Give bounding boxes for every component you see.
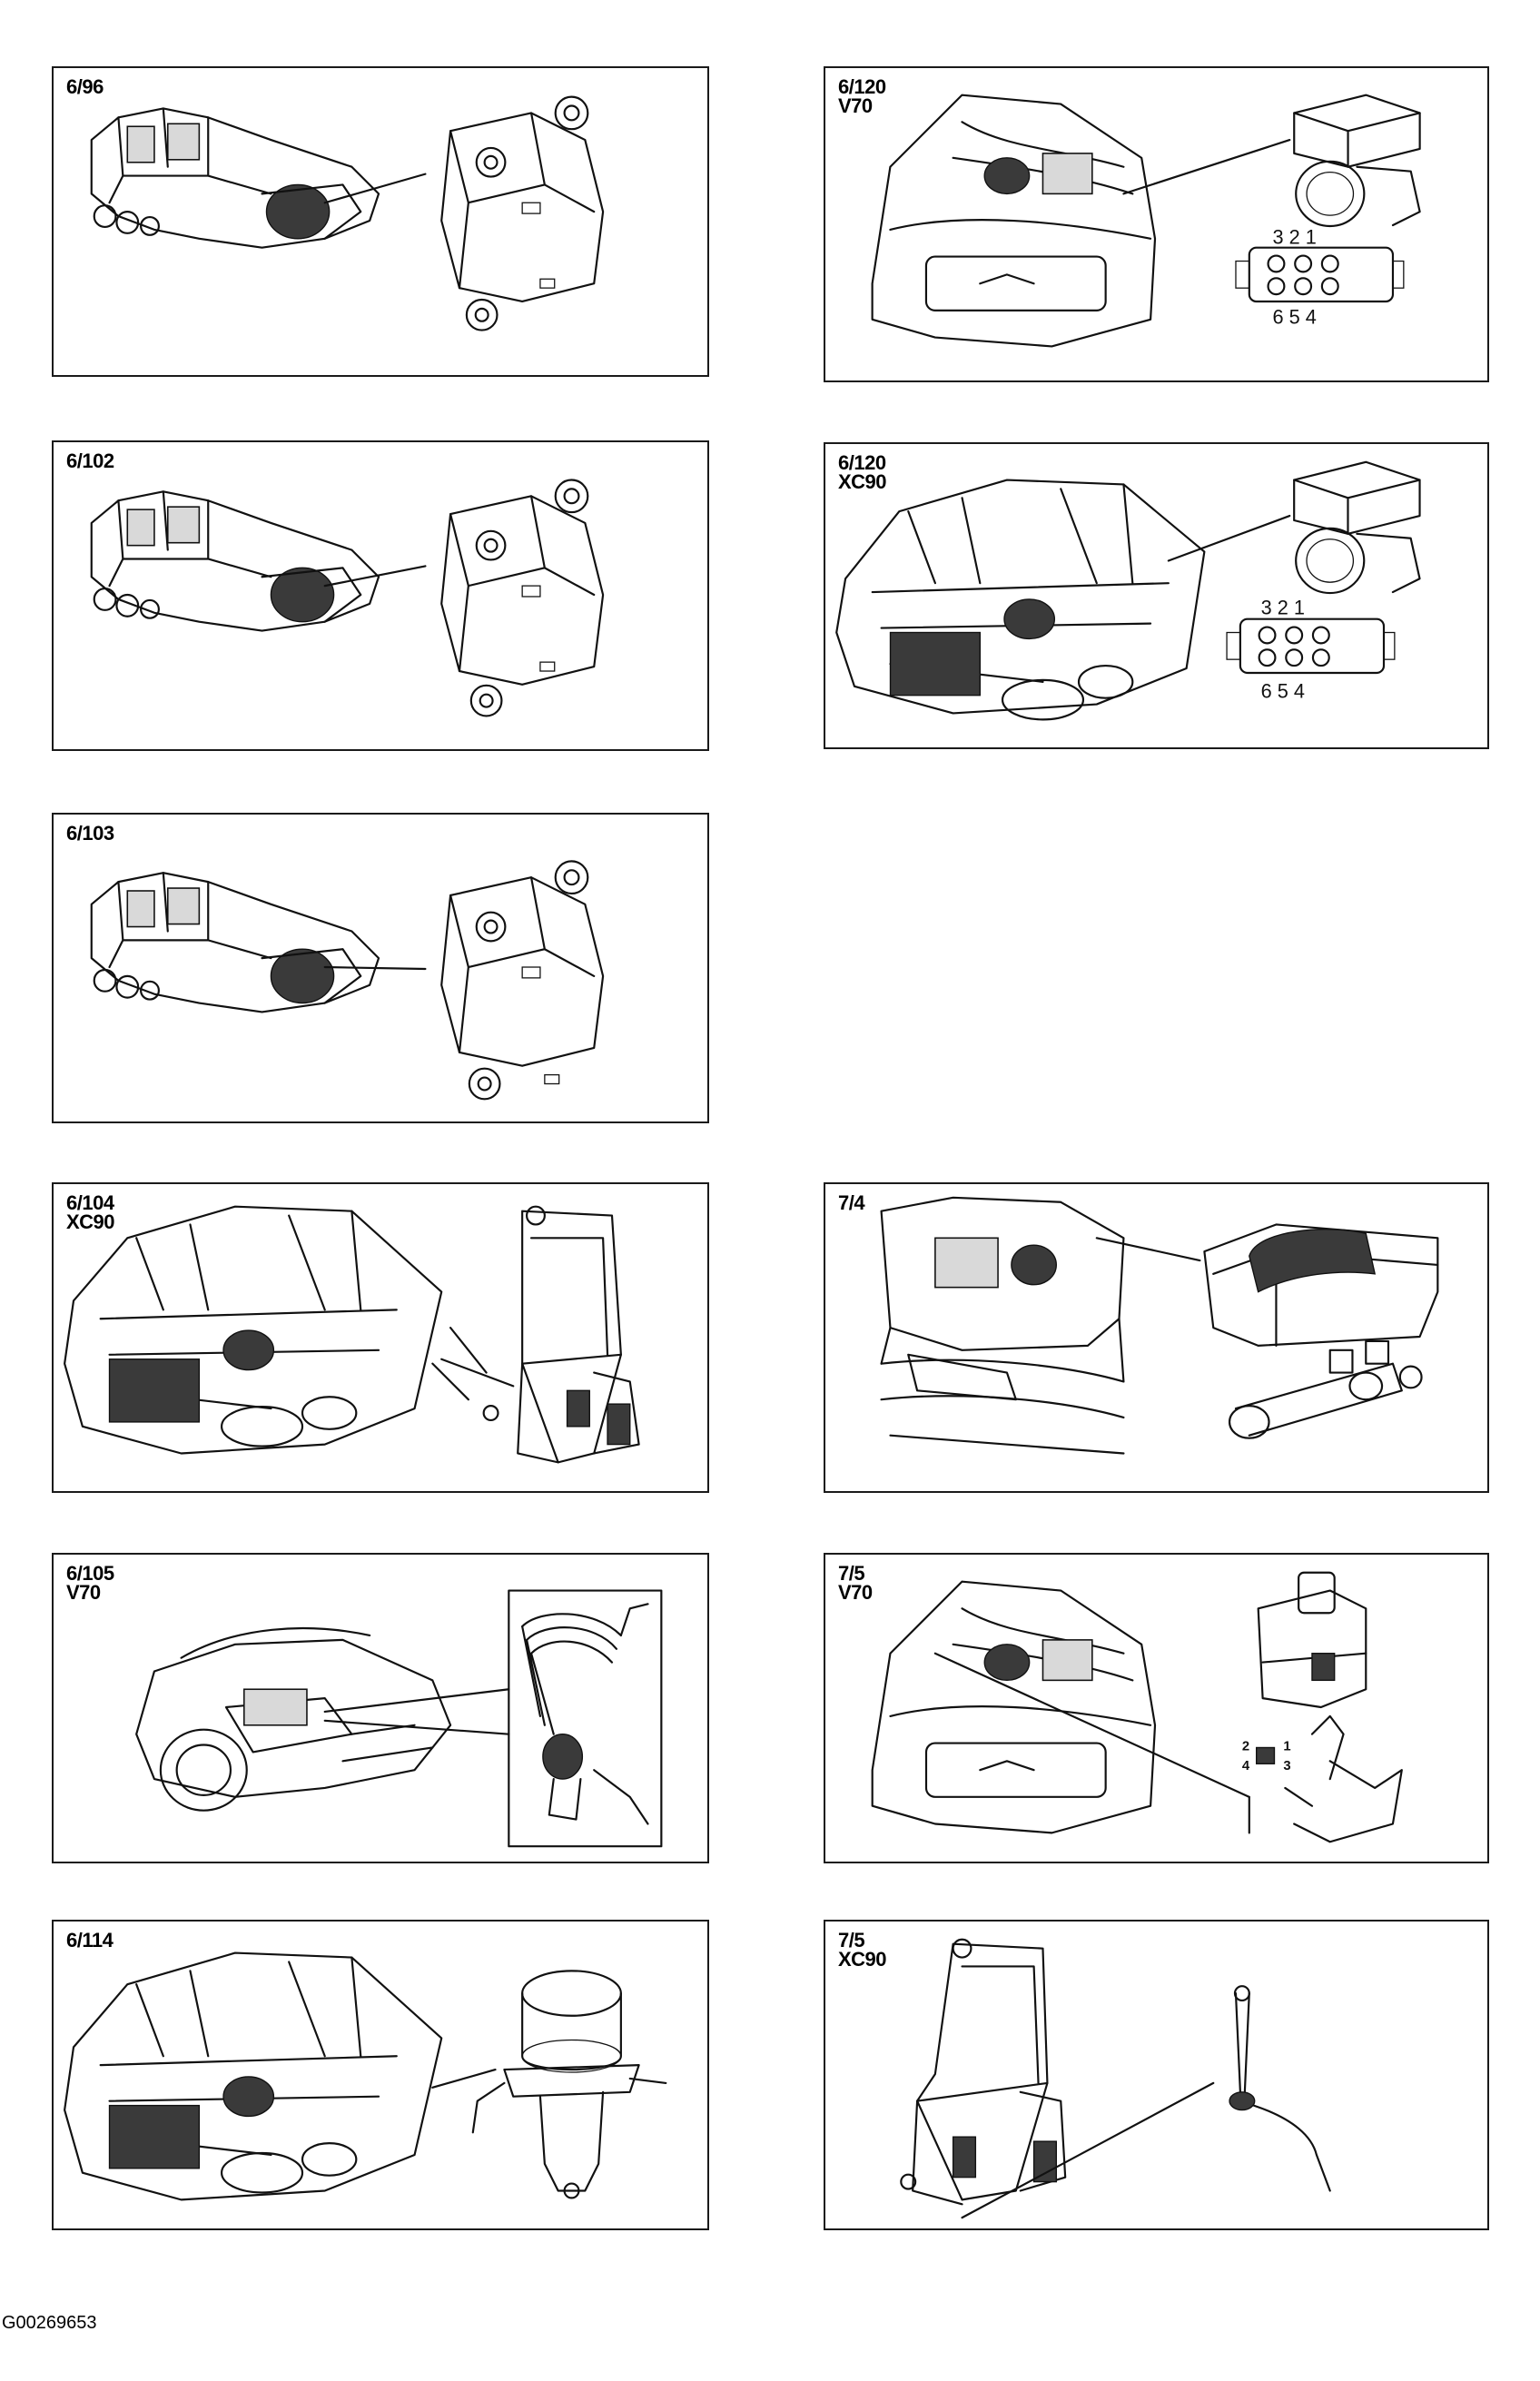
heater-actuator-illustration	[90, 95, 605, 331]
panel-code: 6/102	[66, 450, 114, 472]
pin-numbers-bottom: 6 5 4	[1273, 306, 1317, 329]
figure-id: G00269653	[2, 2313, 97, 2333]
master-cylinder-drawing	[1203, 1223, 1439, 1439]
diagram-panel-6-103: 6/103	[52, 813, 709, 1123]
diagram-panel-6-114: 6/114	[52, 1920, 709, 2230]
panel-code: 6/96	[66, 75, 104, 98]
panel-code: 6/114	[66, 1929, 114, 1951]
engine-sensor-connector-illustration: 3 2 1 6 5 4	[835, 460, 1421, 721]
engine-bay-drawing	[880, 1196, 1125, 1455]
pin-numbers-top: 3 2 1	[1261, 597, 1305, 619]
panel-code: 6/103	[66, 822, 114, 845]
washer-reservoir-drawing	[900, 1938, 1067, 2206]
car-front-drawing	[871, 1580, 1157, 1834]
engine-wiring-illustration	[135, 1589, 663, 1848]
maf-sensor-drawing	[1293, 94, 1421, 228]
heater-unit-drawing	[90, 490, 380, 632]
pin-label-4: 4	[1242, 1759, 1250, 1773]
reservoir-sensor-drawing: 2 1 4 3	[1242, 1571, 1403, 1843]
leader-line	[323, 565, 427, 588]
panel-code: 7/4	[838, 1191, 865, 1214]
engine-bay-pump-illustration	[64, 1951, 667, 2201]
heater-actuator-illustration	[90, 860, 605, 1101]
actuator-motor-drawing	[440, 479, 605, 717]
reservoir-sensor-illustration	[900, 1938, 1331, 2219]
level-sensor-drawing	[1229, 1985, 1331, 2192]
heater-unit-drawing	[90, 107, 380, 249]
pin-label-1: 1	[1283, 1739, 1290, 1754]
diagram-panel-6-102: 6/102	[52, 440, 709, 751]
leader-line	[323, 965, 427, 971]
leader-line	[440, 1358, 515, 1388]
leader-line	[961, 2081, 1215, 2219]
leader-line	[1167, 514, 1291, 562]
engine-bay-drawing	[64, 1951, 443, 2201]
pin-numbers-bottom: 6 5 4	[1261, 680, 1305, 703]
pin-label-3: 3	[1283, 1759, 1290, 1773]
detail-inset-box	[508, 1589, 663, 1848]
leader-line	[323, 1688, 510, 1735]
engine-bay-master-cylinder-illustration	[880, 1196, 1439, 1455]
car-front-drawing	[871, 94, 1157, 348]
pin-label-2: 2	[1242, 1739, 1249, 1754]
engine-bay-reservoir-illustration	[64, 1205, 640, 1464]
engine-sensor-connector-illustration: 3 2 1 6 5 4	[871, 94, 1421, 348]
diagram-panel-6-96: 6/96	[52, 66, 709, 377]
vacuum-pump-drawing	[471, 1970, 667, 2199]
engine-bay-drawing	[835, 479, 1206, 721]
connector-pinout: 3 2 1 6 5 4	[1226, 597, 1396, 703]
engine-bay-drawing	[64, 1205, 488, 1455]
leader-line	[933, 1652, 1250, 1798]
level-sensor-illustration: 2 1 4 3	[871, 1571, 1403, 1843]
actuator-motor-drawing	[440, 95, 605, 331]
connector-pinout: 3 2 1 6 5 4	[1235, 226, 1405, 329]
heater-actuator-illustration	[90, 479, 605, 717]
car-front-drawing	[135, 1626, 452, 1812]
leader-line	[1122, 138, 1291, 195]
heater-unit-drawing	[90, 872, 380, 1013]
diagram-panel-7-4: 7/4	[824, 1182, 1489, 1493]
leader-line	[431, 2068, 497, 2089]
pin-numbers-top: 3 2 1	[1273, 226, 1317, 249]
maf-sensor-drawing	[1293, 460, 1421, 595]
leader-line	[1095, 1237, 1201, 1262]
leader-line	[323, 173, 427, 204]
actuator-motor-drawing	[440, 860, 605, 1101]
washer-reservoir-drawing	[482, 1205, 640, 1464]
